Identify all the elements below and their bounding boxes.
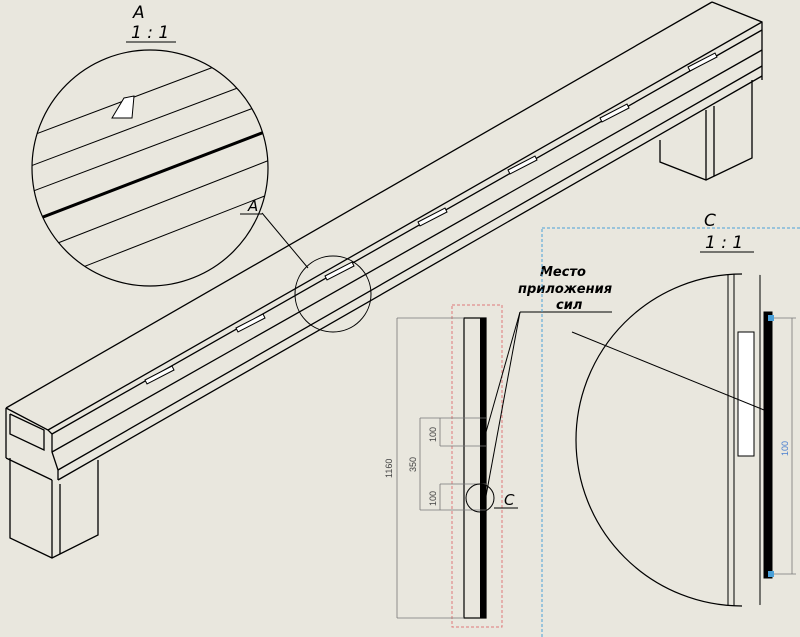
detail-c-callout: C	[504, 491, 515, 509]
dimension-spacing: 350	[408, 457, 418, 472]
right-support	[659, 80, 753, 181]
side-view-bar	[463, 317, 487, 619]
note-line1: Место	[540, 265, 586, 280]
detail-a-scale: 1 : 1	[131, 23, 169, 43]
load-plates	[144, 52, 718, 385]
dimension-upper-load: 100	[428, 427, 438, 442]
dimension-overall: 1160	[384, 459, 394, 478]
side-view-frame	[451, 304, 503, 628]
detail-c-marker-circle	[465, 483, 495, 513]
dimension-lower-load: 100	[428, 491, 438, 506]
dimension-lines	[396, 317, 486, 619]
detail-a-view	[31, 49, 269, 287]
detail-a-label: A	[132, 3, 145, 23]
detail-c-frame	[541, 227, 800, 637]
detail-c-scale: 1 : 1	[705, 233, 743, 253]
detail-a-marker-circle	[294, 255, 372, 333]
main-beam	[5, 1, 763, 481]
detail-a-leader	[261, 212, 309, 269]
left-support	[9, 458, 99, 559]
load-note-leaders	[485, 311, 612, 497]
detail-c-view	[571, 273, 796, 607]
note-line3: сил	[556, 298, 583, 313]
detail-c-dimension: 100	[780, 441, 790, 456]
detail-a-callout: A	[247, 197, 258, 215]
detail-c-label: C	[704, 211, 716, 231]
note-line2: приложения	[518, 282, 612, 297]
